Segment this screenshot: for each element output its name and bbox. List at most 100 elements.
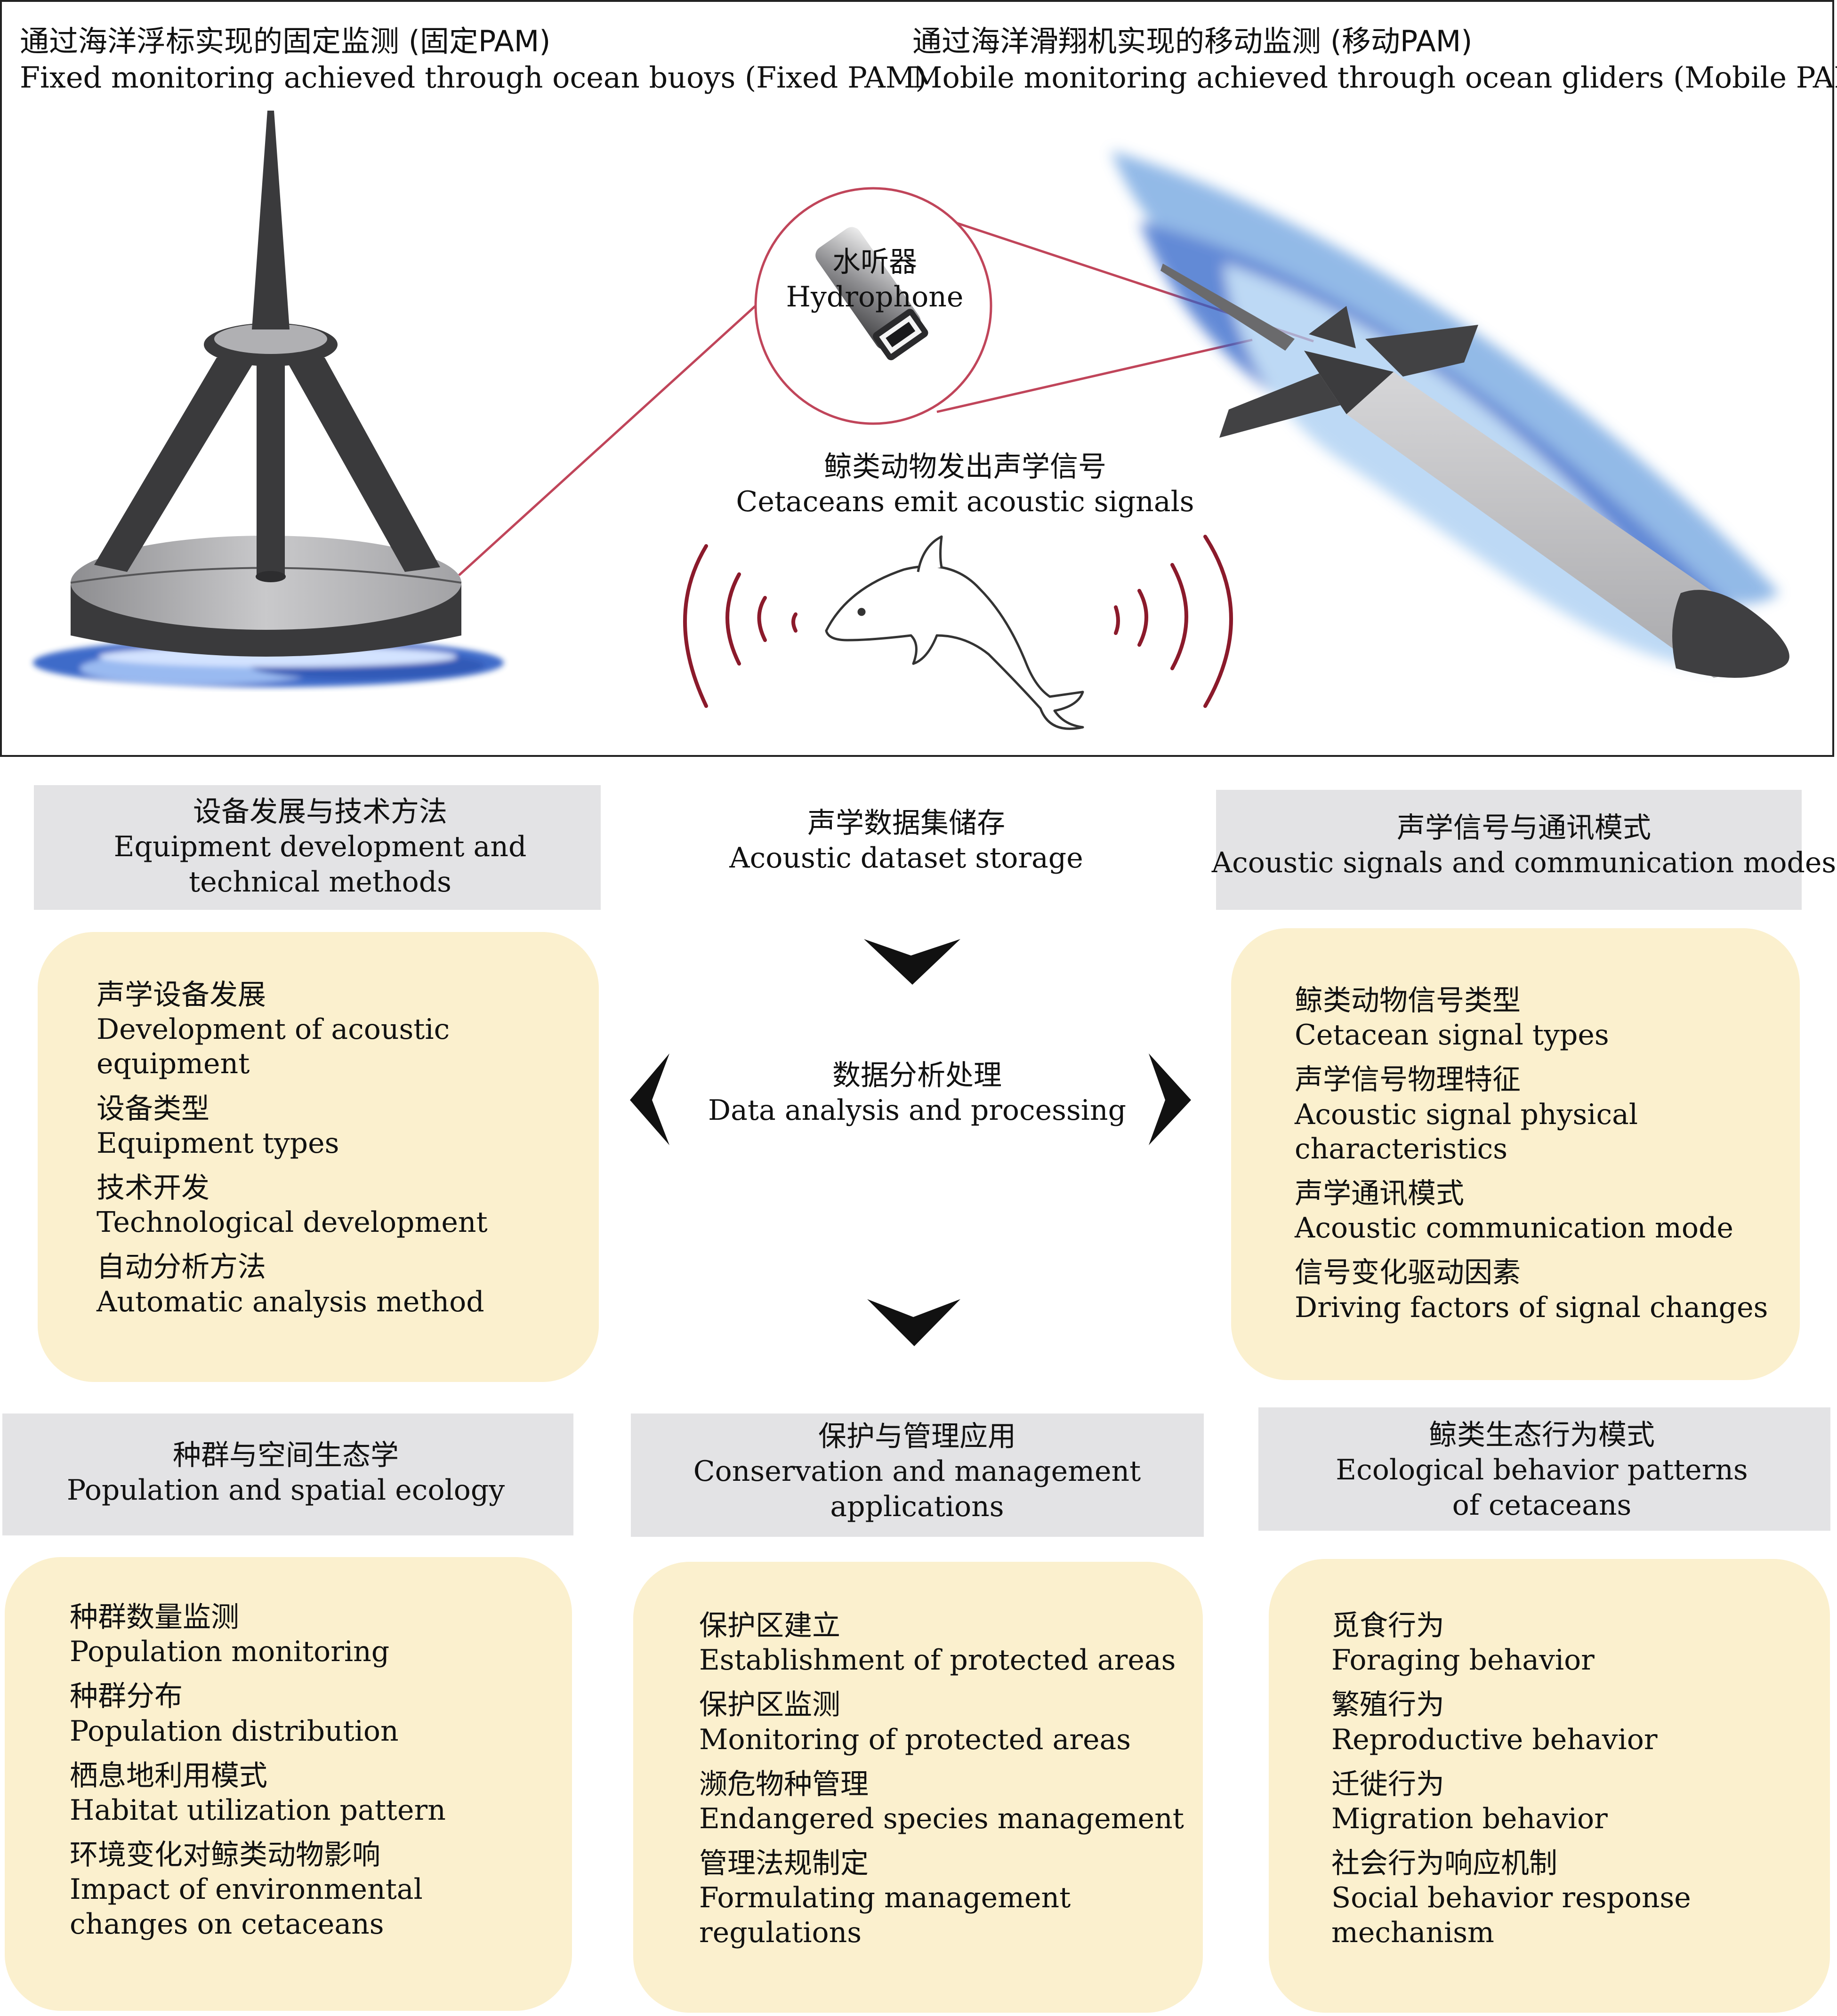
list-item-en: Acoustic communication mode xyxy=(1295,1212,1733,1245)
signals-title: 声学信号与通讯模式 Acoustic signals and communica… xyxy=(1212,811,1836,881)
fixed-pam-label: 通过海洋浮标实现的固定监测 (固定PAM) Fixed monitoring a… xyxy=(20,24,927,96)
cetaceans-signal-label: 鲸类动物发出声学信号 Cetaceans emit acoustic signa… xyxy=(736,450,1194,520)
list-item: 鲸类动物信号类型 Cetacean signal types xyxy=(1295,984,1768,1052)
population-panel xyxy=(5,1557,572,2011)
list-item-zh: 濒危物种管理 xyxy=(699,1767,869,1801)
list-item-en: changes on cetaceans xyxy=(70,1907,384,1941)
list-item: 觅食行为 Foraging behavior xyxy=(1331,1609,1691,1678)
population-list: 种群数量监测 Population monitoring 种群分布 Popula… xyxy=(70,1600,446,1952)
storage-label-en: Acoustic dataset storage xyxy=(729,842,1083,875)
analysis-label-zh: 数据分析处理 xyxy=(832,1059,1002,1092)
hydrophone-label-en: Hydrophone xyxy=(786,281,964,314)
list-item-en: characteristics xyxy=(1295,1132,1508,1165)
list-item-zh: 觅食行为 xyxy=(1331,1609,1444,1642)
list-item-zh: 声学设备发展 xyxy=(97,979,266,1012)
list-item-en: Formulating management xyxy=(699,1881,1071,1915)
list-item: 技术开发 Technological development xyxy=(97,1171,488,1240)
behavior-header xyxy=(1258,1407,1830,1531)
list-item-en: Monitoring of protected areas xyxy=(699,1723,1131,1756)
hydrophone-icon xyxy=(815,227,928,361)
list-item-zh: 栖息地利用模式 xyxy=(70,1759,267,1792)
list-item-zh: 信号变化驱动因素 xyxy=(1295,1256,1521,1290)
list-item: 声学设备发展 Development of acoustic equipment xyxy=(97,978,488,1082)
list-item-zh: 自动分析方法 xyxy=(97,1251,266,1284)
list-item-en: Foraging behavior xyxy=(1331,1644,1595,1677)
list-item-en: equipment xyxy=(97,1047,250,1081)
list-item-en: Population distribution xyxy=(70,1714,399,1748)
list-item-zh: 种群数量监测 xyxy=(70,1601,239,1634)
equipment-header xyxy=(34,785,601,910)
conservation-title-en-1: Conservation and management xyxy=(693,1455,1141,1488)
behavior-title-en-1: Ecological behavior patterns xyxy=(1336,1454,1748,1487)
list-item: 声学通讯模式 Acoustic communication mode xyxy=(1295,1177,1768,1245)
behavior-title-zh: 鲸类生态行为模式 xyxy=(1428,1419,1655,1452)
population-title-zh: 种群与空间生态学 xyxy=(172,1439,399,1472)
chevron-arrow-icon xyxy=(1149,1053,1191,1145)
list-item-en: Automatic analysis method xyxy=(97,1285,484,1318)
behavior-panel xyxy=(1269,1559,1830,2013)
buoy-icon xyxy=(33,111,504,687)
list-item: 种群分布 Population distribution xyxy=(70,1679,446,1748)
population-title-en: Population and spatial ecology xyxy=(66,1474,505,1507)
equipment-title-en-2: technical methods xyxy=(189,865,451,899)
population-header xyxy=(2,1414,573,1535)
list-item-en: Endangered species management xyxy=(699,1802,1184,1835)
list-item-zh: 迁徙行为 xyxy=(1331,1767,1444,1801)
list-item-zh: 设备类型 xyxy=(97,1092,209,1125)
list-item-zh: 种群分布 xyxy=(70,1680,183,1713)
list-item: 信号变化驱动因素 Driving factors of signal chang… xyxy=(1295,1256,1768,1325)
conservation-panel xyxy=(633,1562,1203,2013)
list-item-en: Establishment of protected areas xyxy=(699,1644,1176,1677)
signals-list: 鲸类动物信号类型 Cetacean signal types 声学信号物理特征 … xyxy=(1295,984,1768,1335)
signals-header xyxy=(1216,790,1802,910)
list-item: 社会行为响应机制 Social behavior response mechan… xyxy=(1331,1847,1691,1950)
list-item-en: Migration behavior xyxy=(1331,1802,1608,1835)
list-item-zh: 保护区监测 xyxy=(699,1688,840,1722)
chevron-arrow-icon xyxy=(630,1053,669,1145)
chevron-arrow-icon xyxy=(867,1299,960,1346)
list-item-en: Social behavior response xyxy=(1331,1881,1691,1915)
signals-title-zh: 声学信号与通讯模式 xyxy=(1396,811,1651,844)
behavior-list: 觅食行为 Foraging behavior 繁殖行为 Reproductive… xyxy=(1331,1609,1691,1960)
list-item-en: Technological development xyxy=(97,1206,488,1239)
signals-panel xyxy=(1231,928,1800,1380)
list-item: 保护区监测 Monitoring of protected areas xyxy=(699,1688,1184,1757)
storage-label-zh: 声学数据集储存 xyxy=(807,807,1005,840)
list-item: 繁殖行为 Reproductive behavior xyxy=(1331,1688,1691,1757)
list-item: 濒危物种管理 Endangered species management xyxy=(699,1767,1184,1836)
list-item-zh: 保护区建立 xyxy=(699,1609,840,1642)
list-item-zh: 管理法规制定 xyxy=(699,1847,869,1880)
signals-title-en: Acoustic signals and communication modes xyxy=(1211,846,1837,880)
conservation-list: 保护区建立 Establishment of protected areas 保… xyxy=(699,1609,1184,1960)
equipment-title: 设备发展与技术方法 Equipment development and tech… xyxy=(114,795,527,900)
list-item-zh: 声学信号物理特征 xyxy=(1295,1063,1521,1097)
list-item-en: Acoustic signal physical xyxy=(1295,1098,1638,1131)
list-item: 环境变化对鲸类动物影响 Impact of environmental chan… xyxy=(70,1838,446,1942)
population-title: 种群与空间生态学 Population and spatial ecology xyxy=(67,1438,505,1508)
list-item-en: Reproductive behavior xyxy=(1331,1723,1658,1756)
list-item-zh: 声学通讯模式 xyxy=(1295,1177,1464,1210)
list-item-zh: 社会行为响应机制 xyxy=(1331,1847,1557,1880)
list-item-en: Impact of environmental xyxy=(70,1873,423,1906)
monitoring-illustration xyxy=(33,111,1789,730)
list-item: 种群数量监测 Population monitoring xyxy=(70,1600,446,1669)
equipment-list: 声学设备发展 Development of acoustic equipment… xyxy=(97,978,488,1330)
list-item: 迁徙行为 Migration behavior xyxy=(1331,1767,1691,1836)
list-item: 栖息地利用模式 Habitat utilization pattern xyxy=(70,1759,446,1828)
behavior-title: 鲸类生态行为模式 Ecological behavior patterns of… xyxy=(1336,1418,1748,1523)
analysis-label: 数据分析处理 Data analysis and processing xyxy=(708,1058,1126,1128)
list-item-en: Habitat utilization pattern xyxy=(70,1793,446,1827)
list-item: 设备类型 Equipment types xyxy=(97,1092,488,1161)
hydrophone-label: 水听器 Hydrophone xyxy=(786,245,964,315)
fixed-pam-label-en: Fixed monitoring achieved through ocean … xyxy=(20,60,927,95)
storage-label: 声学数据集储存 Acoustic dataset storage xyxy=(729,806,1083,876)
mobile-pam-label-zh: 通过海洋滑翔机实现的移动监测 (移动PAM) xyxy=(912,24,1473,58)
dolphin-icon xyxy=(825,535,1084,730)
list-item-zh: 繁殖行为 xyxy=(1331,1688,1444,1722)
list-item-en: regulations xyxy=(699,1916,862,1949)
glider-icon xyxy=(1111,151,1789,678)
list-item-en: Equipment types xyxy=(97,1126,339,1160)
sound-wave-icon xyxy=(683,535,1233,708)
hydrophone-label-zh: 水听器 xyxy=(832,246,917,279)
